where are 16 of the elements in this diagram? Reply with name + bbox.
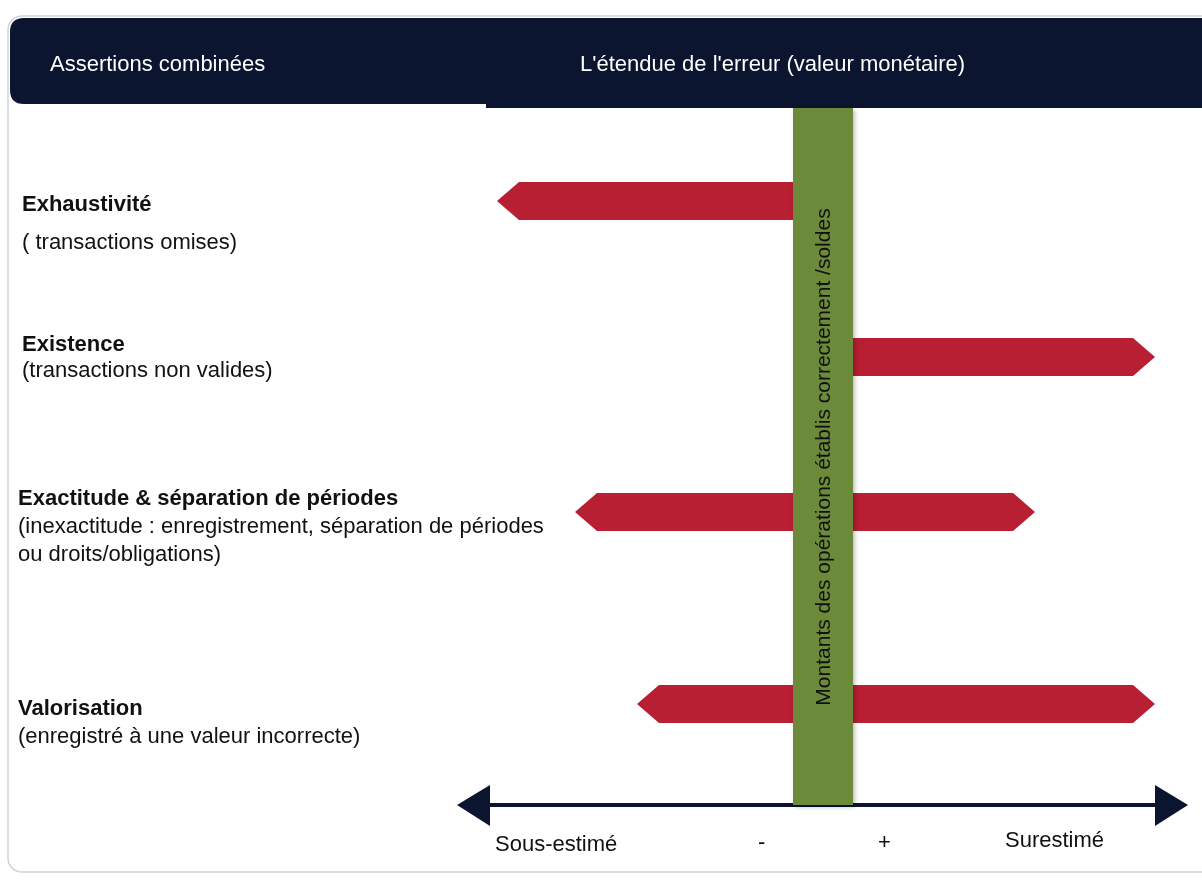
row-description: (inexactitude : enregistrement, séparation de périodes ou droits/obligations) — [18, 512, 545, 568]
axis-label: - — [758, 828, 766, 856]
axis-label: + — [878, 828, 891, 856]
axis-label: Sous-estimé — [495, 830, 618, 858]
row-description: (enregistré à une valeur incorrecte) — [18, 722, 361, 750]
band-label: Montants des opérations établis correctement /soldes — [811, 207, 835, 706]
header-label: L'étendue de l'erreur (valeur monétaire) — [580, 50, 966, 78]
band — [793, 108, 853, 805]
axis-label: Surestimé — [1005, 826, 1105, 854]
row-heading: Valorisation — [18, 694, 143, 722]
row-description: (transactions non valides) — [22, 356, 273, 384]
row-heading: Existence — [22, 330, 125, 358]
header-label: Assertions combinées — [50, 50, 266, 78]
row-heading: Exactitude & séparation de périodes — [18, 484, 399, 512]
row-heading: Exhaustivité — [22, 190, 152, 218]
row-description: ( transactions omises) — [22, 228, 238, 256]
